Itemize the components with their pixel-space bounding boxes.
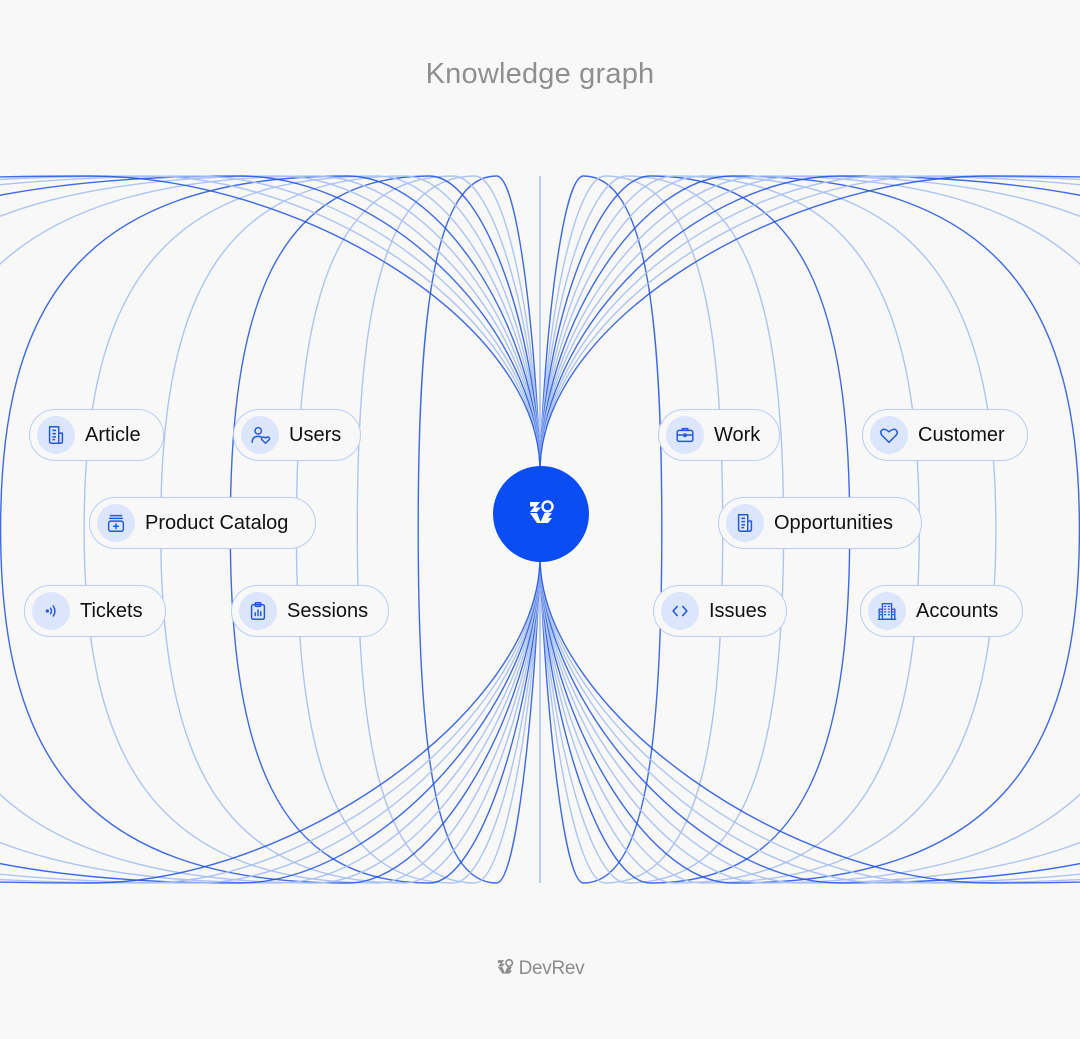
node-users[interactable]: Users bbox=[233, 409, 361, 461]
node-label: Issues bbox=[709, 599, 767, 622]
footer-brand-text: DevRev bbox=[518, 958, 585, 979]
node-tickets[interactable]: Tickets bbox=[24, 585, 166, 637]
node-label: Work bbox=[714, 423, 761, 446]
node-accounts[interactable]: Accounts bbox=[860, 585, 1023, 637]
node-issues[interactable]: Issues bbox=[653, 585, 787, 637]
devrev-logo-icon bbox=[496, 958, 514, 980]
catalog-box-icon bbox=[97, 504, 135, 542]
field-line-loop bbox=[0, 175, 541, 884]
field-line-loop bbox=[539, 175, 1080, 884]
node-sessions[interactable]: Sessions bbox=[231, 585, 389, 637]
field-line-loop bbox=[539, 175, 1080, 884]
field-line-loop bbox=[539, 175, 1080, 884]
signal-icon bbox=[32, 592, 70, 630]
node-label: Users bbox=[289, 423, 342, 446]
field-line-loop bbox=[0, 175, 541, 884]
node-opportunities[interactable]: Opportunities bbox=[718, 497, 922, 549]
node-label: Tickets bbox=[80, 599, 143, 622]
field-line-loop bbox=[539, 175, 1080, 884]
field-line-loop bbox=[539, 175, 663, 884]
node-product-catalog[interactable]: Product Catalog bbox=[89, 497, 316, 549]
field-line-loop bbox=[0, 175, 541, 884]
hub-node bbox=[493, 466, 589, 562]
briefcase-icon bbox=[666, 416, 704, 454]
field-line-loop bbox=[83, 175, 541, 884]
node-label: Accounts bbox=[916, 599, 999, 622]
building-icon bbox=[868, 592, 906, 630]
field-line-loop bbox=[356, 175, 541, 884]
code-icon bbox=[661, 592, 699, 630]
document-icon bbox=[726, 504, 764, 542]
field-line-loop bbox=[539, 175, 1080, 884]
node-customer[interactable]: Customer bbox=[862, 409, 1028, 461]
node-work[interactable]: Work bbox=[658, 409, 780, 461]
heart-icon bbox=[870, 416, 908, 454]
devrev-mark-icon bbox=[527, 499, 555, 530]
user-heart-icon bbox=[241, 416, 279, 454]
field-line-loop bbox=[0, 175, 541, 884]
clipboard-chart-icon bbox=[239, 592, 277, 630]
page-title: Knowledge graph bbox=[425, 58, 655, 90]
field-line-loop bbox=[0, 175, 541, 884]
field-line-loop bbox=[0, 175, 541, 884]
footer-brand: DevRev bbox=[0, 958, 1080, 980]
node-article[interactable]: Article bbox=[29, 409, 164, 461]
field-line-loop bbox=[0, 175, 541, 884]
node-label: Opportunities bbox=[774, 511, 893, 534]
field-line-loop bbox=[539, 175, 997, 884]
field-line-loop bbox=[539, 175, 1080, 884]
node-label: Sessions bbox=[287, 599, 369, 622]
node-label: Product Catalog bbox=[145, 511, 289, 534]
field-line-loop bbox=[539, 175, 1080, 884]
node-label: Article bbox=[85, 423, 141, 446]
node-label: Customer bbox=[918, 423, 1005, 446]
document-icon bbox=[37, 416, 75, 454]
field-line-loop bbox=[417, 175, 541, 884]
